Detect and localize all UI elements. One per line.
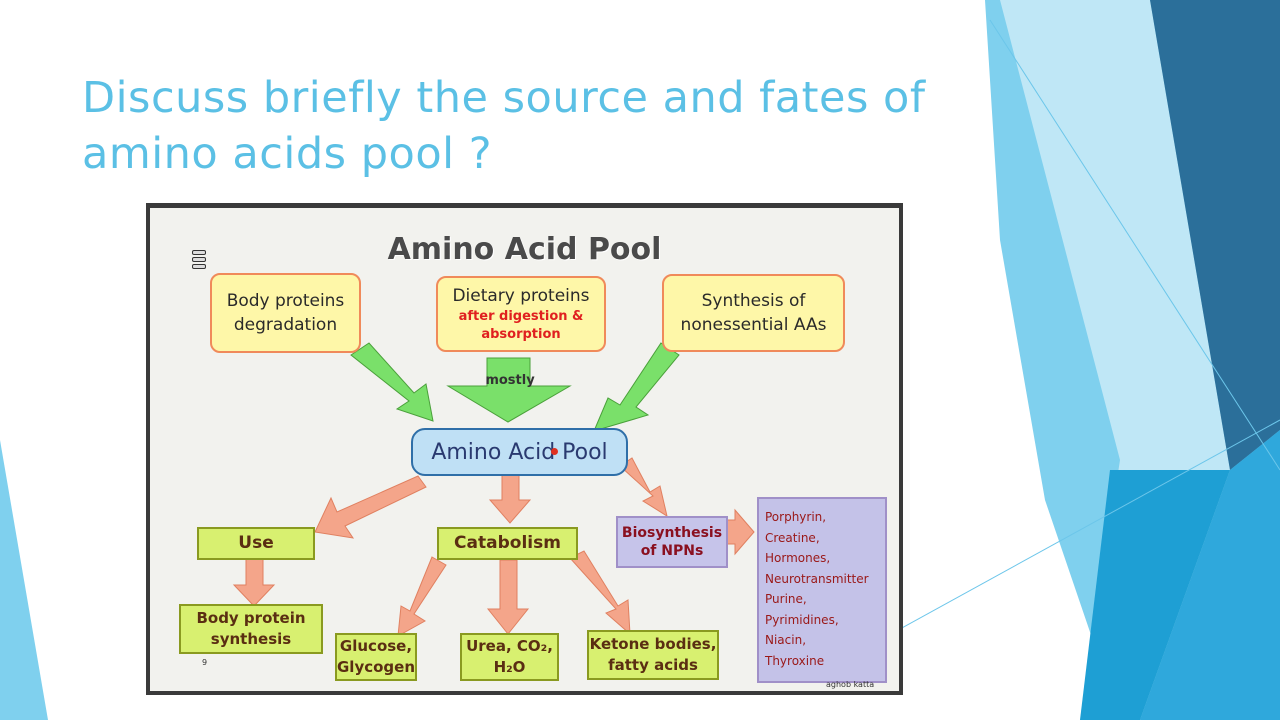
- arrow-dietary-to-pool: [446, 357, 572, 423]
- source-dietary-proteins: Dietary proteins after digestion & absor…: [436, 276, 606, 352]
- slide-title-line1: Discuss briefly the source and fates of: [82, 73, 926, 123]
- fate-ketone-line1: Ketone bodies,: [589, 635, 717, 653]
- amino-acid-pool-box: Amino Acid Pool: [411, 428, 628, 476]
- fate-urea-co2-h2o: Urea, CO₂, H₂O: [460, 633, 559, 681]
- fate-body-protein-synthesis: Body protein synthesis: [179, 604, 323, 654]
- source-dietary-sub2: absorption: [481, 327, 561, 342]
- watermark-author: aghob katta: [826, 680, 875, 689]
- bg-panel-dark: [1150, 0, 1280, 470]
- source-synthesis-line2: nonessential AAs: [680, 315, 827, 335]
- source-body-proteins-line2: degradation: [233, 315, 338, 335]
- corner-mark-left: 9: [202, 658, 208, 667]
- fate-biosynthesis-npns: Biosynthesis of NPNs: [616, 516, 728, 568]
- diagram-figure: Amino Acid Pool Body proteins degradatio…: [146, 203, 903, 695]
- diagram-arrows: [232, 342, 755, 637]
- slide-title-line2: amino acids pool ?: [82, 129, 493, 179]
- source-body-proteins-line1: Body proteins: [226, 291, 345, 311]
- npn-products-list: Porphyrin, Creatine, Hormones, Neurotran…: [757, 497, 887, 683]
- diagram-title: Amino Acid Pool: [387, 232, 662, 267]
- pointer-dot: [551, 448, 558, 455]
- npn-item: Niacin,: [765, 633, 807, 647]
- arrow-use-to-body-synthesis: [232, 558, 276, 607]
- source-synthesis-line1: Synthesis of: [701, 291, 806, 311]
- source-synthesis: Synthesis of nonessential AAs: [662, 274, 845, 352]
- bg-panel-blue: [1080, 470, 1230, 720]
- bg-line: [879, 419, 1280, 641]
- bg-panel-mid: [1140, 430, 1280, 720]
- arrow-catabolism-to-ketone: [569, 550, 631, 636]
- arrow-catabolism-to-urea: [486, 559, 530, 635]
- arrow-pool-to-use: [314, 475, 427, 539]
- fate-catabolism: Catabolism: [437, 527, 578, 560]
- source-dietary-line1: Dietary proteins: [452, 286, 590, 306]
- fate-ketone-line2: fatty acids: [608, 656, 698, 674]
- source-dietary-sub1: after digestion &: [458, 309, 584, 324]
- fate-glucose-glycogen: Glucose, Glycogen: [335, 633, 417, 681]
- arrow-body-proteins-to-pool: [350, 342, 434, 422]
- fate-body-synthesis-line2: synthesis: [210, 630, 292, 648]
- npn-item: Pyrimidines,: [765, 612, 839, 627]
- bg-corner-left: [0, 440, 48, 720]
- arrow-pool-to-catabolism: [488, 473, 532, 524]
- npn-item: Creatine,: [765, 530, 820, 545]
- npn-item: Hormones,: [765, 551, 831, 565]
- npn-item: Porphyrin,: [765, 510, 827, 524]
- arrow-pool-to-biosynthesis: [619, 457, 668, 518]
- fate-urea-line1: Urea, CO₂,: [466, 637, 553, 655]
- fate-body-synthesis-line1: Body protein: [196, 609, 306, 627]
- fate-glucose-line2: Glycogen: [336, 658, 416, 676]
- arrow-synthesis-to-pool: [593, 342, 680, 432]
- arrow-catabolism-to-glucose: [397, 556, 447, 637]
- npn-item: Neurotransmitter: [765, 571, 869, 586]
- fate-biosynthesis-line1: Biosynthesis: [621, 525, 723, 541]
- arrow-label-mostly: mostly: [485, 373, 535, 388]
- fate-ketone-fatty-acids: Ketone bodies, fatty acids: [587, 630, 719, 680]
- fate-use: Use: [197, 527, 315, 560]
- slide-title: Discuss briefly the source and fates of …: [82, 70, 982, 182]
- npn-item: Purine,: [765, 592, 807, 606]
- fate-biosynthesis-line2: of NPNs: [640, 543, 704, 559]
- npn-item: Thyroxine: [765, 653, 825, 668]
- bg-line: [989, 19, 1280, 471]
- arrow-biosynthesis-to-list: [726, 508, 755, 556]
- fate-urea-line2: H₂O: [493, 658, 526, 676]
- fate-glucose-line1: Glucose,: [339, 637, 413, 655]
- source-body-proteins: Body proteins degradation: [210, 273, 361, 353]
- menu-icon: [192, 250, 206, 269]
- diagram-canvas: Amino Acid Pool Body proteins degradatio…: [150, 208, 899, 691]
